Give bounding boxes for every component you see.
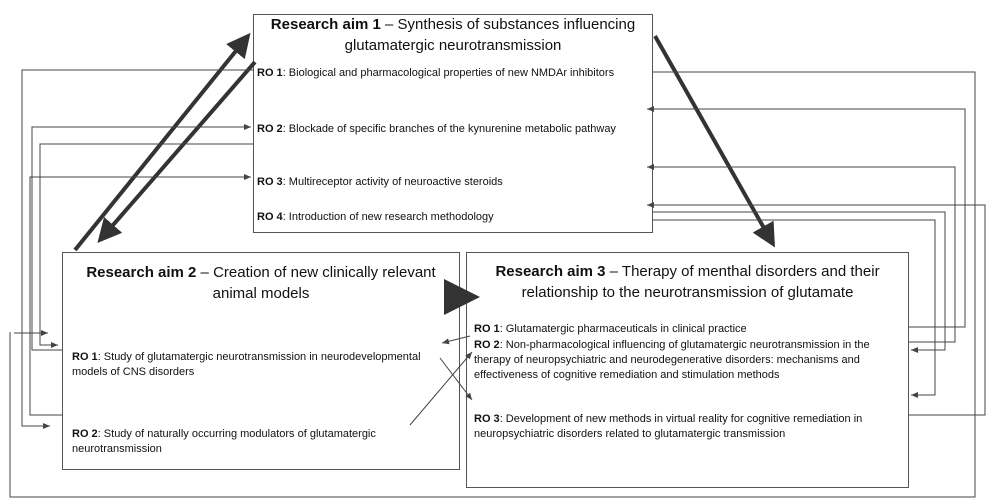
aim1-ro1-code: RO 1 <box>257 67 283 79</box>
aim3-ro3-text: : Development of new methods in virtual … <box>474 413 863 440</box>
aim1-ro2-text: : Blockade of specific branches of the k… <box>282 123 616 135</box>
aim1-ro3: RO 3: Multireceptor activity of neuroact… <box>257 175 647 190</box>
aim3-ro1-code: RO 1 <box>474 323 500 335</box>
aim2-ro1: RO 1: Study of glutamatergic neurotransm… <box>72 350 442 380</box>
aim2-ro2: RO 2: Study of naturally occurring modul… <box>72 427 454 457</box>
aim2-title: Research aim 2 – Creation of new clinica… <box>70 262 452 304</box>
aim3-ro2-text: : Non-pharmacological influencing of glu… <box>474 339 870 381</box>
aim1-title-box <box>253 14 653 58</box>
aim3-ro3-code: RO 3 <box>474 413 500 425</box>
arrow-aim1-to-aim3 <box>653 35 775 248</box>
aim2-ro1-code: RO 1 <box>72 351 98 363</box>
aim2-ro2-text: : Study of naturally occurring modulator… <box>72 428 376 455</box>
aim1-title-bold: Research aim 1 <box>270 16 381 33</box>
aim1-title-text: – Synthesis of substances influencing gl… <box>344 16 636 54</box>
aim1-ro2: RO 2: Blockade of specific branches of t… <box>257 122 647 137</box>
aim1-ro4-text: : Introduction of new research methodolo… <box>282 211 494 223</box>
aim3-title-bold: Research aim 3 <box>495 263 606 280</box>
aim1-ro1-text: : Biological and pharmacological propert… <box>282 67 615 79</box>
aim3-ro3: RO 3: Development of new methods in virt… <box>474 412 894 442</box>
aim3-ro2-code: RO 2 <box>474 339 500 351</box>
aim1-objectives-box <box>253 57 653 233</box>
aim1-ro3-code: RO 3 <box>257 176 283 188</box>
aim2-ro1-text: : Study of glutamatergic neurotransmissi… <box>72 351 421 378</box>
arrow-aim1-to-aim2 <box>97 60 257 244</box>
aim3-ro1: RO 1: Glutamatergic pharmaceuticals in c… <box>474 322 894 337</box>
aim2-title-bold: Research aim 2 <box>86 264 197 281</box>
aim3-ro2: RO 2: Non-pharmacological influencing of… <box>474 338 894 383</box>
aim1-ro4: RO 4: Introduction of new research metho… <box>257 210 647 225</box>
aim2-ro2-code: RO 2 <box>72 428 98 440</box>
arrow-aim2-to-aim1 <box>73 32 251 252</box>
aim1-ro3-text: : Multireceptor activity of neuroactive … <box>282 176 503 188</box>
aim3-title: Research aim 3 – Therapy of menthal diso… <box>469 261 906 303</box>
aim3-ro1-text: : Glutamatergic pharmaceuticals in clini… <box>499 323 747 335</box>
aim1-ro1: RO 1: Biological and pharmacological pro… <box>257 66 647 81</box>
aim1-title: Research aim 1 – Synthesis of substances… <box>258 14 648 56</box>
aim2-title-text: – Creation of new clinically relevant an… <box>196 264 436 302</box>
aim1-ro2-code: RO 2 <box>257 123 283 135</box>
aim1-ro4-code: RO 4 <box>257 211 283 223</box>
